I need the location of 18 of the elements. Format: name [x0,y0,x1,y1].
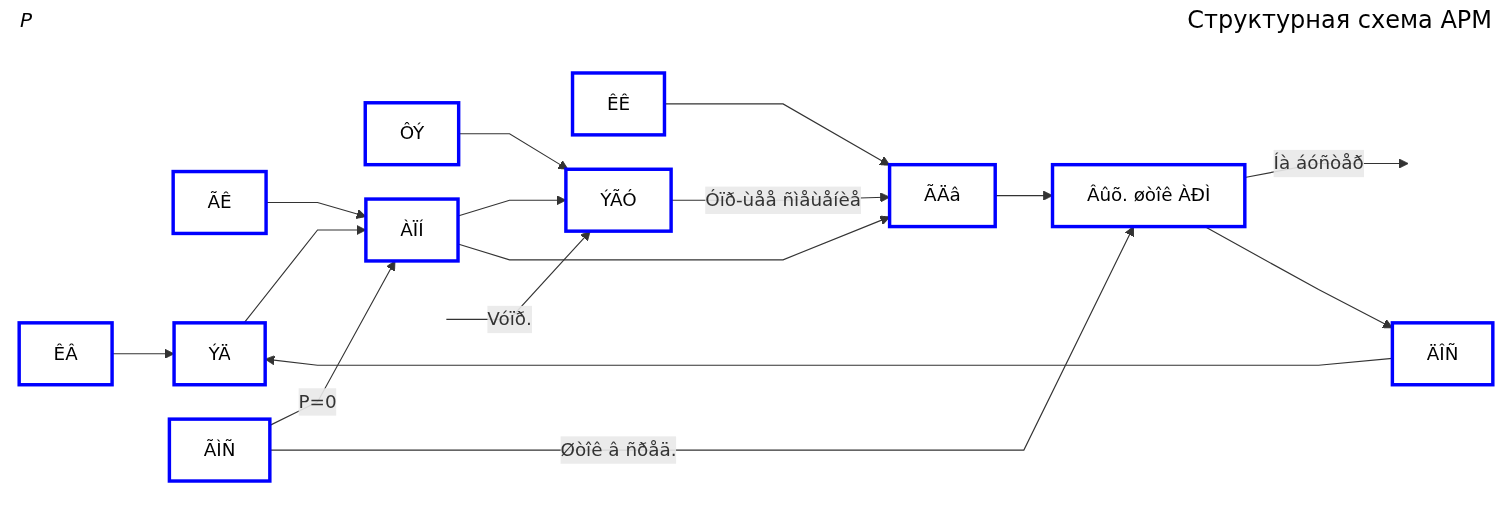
edge-label: Vóïð. [487,307,532,330]
node-box: ÄÎÑ [1390,321,1495,387]
edge-label: Óïð-ùåå ñìåùåíèå [705,188,861,211]
node-box: ÝÄ [172,321,267,387]
node-box: Âûõ. øòîê ÀÐÌ [1050,162,1247,229]
node-box: ÝÃÓ [564,167,673,233]
node-box: ÃÊ [171,169,268,236]
edge-label: Øòîê â ñðåä. [560,438,677,461]
diagram-title: Структурная схема АРМ [1187,6,1492,34]
node-box: ÀÏÍ [364,197,460,263]
node-box: ÔÝ [363,101,461,167]
node-box: ÊÊ [570,71,667,137]
junction-label: P [20,8,33,32]
node-box: ÃÄâ [887,162,997,229]
node-box: ÊÂ [17,321,114,387]
edge-label: P=0 [298,390,337,413]
node-box: ÃÌÑ [167,417,272,483]
edge-label: Íà áóñòåð [1273,152,1364,174]
